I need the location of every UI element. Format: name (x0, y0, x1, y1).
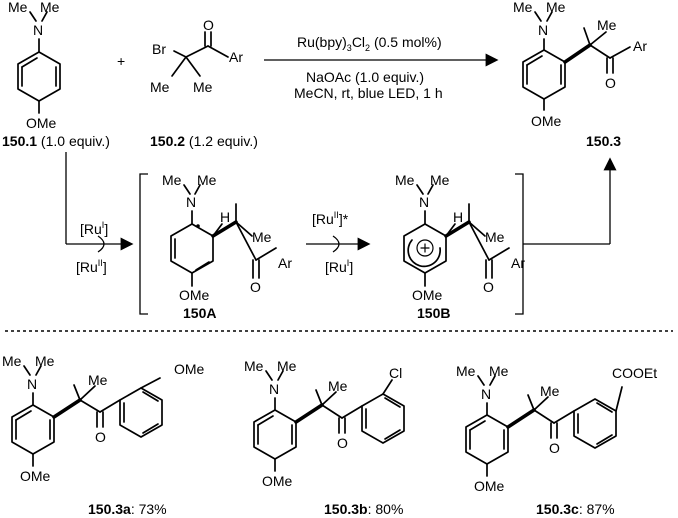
svg-text:Me: Me (489, 363, 509, 379)
svg-text:O: O (549, 440, 560, 456)
right-bracket (515, 173, 524, 315)
product-150-3b-label: 150.3b: 80% (324, 501, 403, 517)
svg-text:N: N (27, 376, 37, 392)
svg-text:N: N (269, 381, 279, 397)
svg-text:Me: Me (277, 358, 297, 374)
svg-text:Me: Me (597, 17, 617, 33)
ru-ii-star-label: [RuII]* (312, 210, 349, 227)
svg-text:Me: Me (252, 229, 272, 245)
compound-150-2-label: 150.2 (1.2 equiv.) (150, 133, 258, 149)
ru-ii-label-1: [RuII] (76, 258, 107, 275)
svg-text:N: N (419, 194, 429, 210)
svg-text:Ar: Ar (278, 255, 292, 271)
plus-sign: + (117, 53, 125, 69)
svg-text:Me: Me (162, 172, 182, 188)
product-150-3b-structure: Me Me N Me O Cl OMe (244, 358, 405, 489)
svg-text:Me: Me (430, 172, 450, 188)
intermediate-150A-structure: Me Me N H Me O Ar OMe (162, 172, 292, 303)
svg-text:Me: Me (2, 353, 22, 369)
svg-text:OMe: OMe (531, 113, 562, 129)
svg-text:Me: Me (150, 79, 170, 95)
ru-i-label-2: [RuI] (325, 258, 353, 275)
svg-text:Me: Me (244, 358, 264, 374)
compound-150-3-label: 150.3 (586, 133, 621, 149)
left-bracket (139, 173, 148, 315)
mechanism-curl-1 (97, 235, 105, 253)
svg-text:Me: Me (328, 378, 348, 394)
svg-text:Me: Me (193, 79, 213, 95)
svg-text:OMe: OMe (474, 478, 505, 494)
svg-text:Ar: Ar (229, 49, 243, 65)
svg-text:OMe: OMe (26, 115, 57, 131)
intermediate-150A-label: 150A (183, 305, 216, 321)
svg-text:Me: Me (513, 0, 533, 15)
product-150-3c-label: 150.3c: 87% (536, 501, 615, 517)
svg-text:Me: Me (540, 383, 560, 399)
svg-text:Ar: Ar (511, 255, 525, 271)
svg-text:COOEt: COOEt (612, 365, 657, 381)
svg-text:N: N (538, 22, 548, 38)
svg-text:Br: Br (152, 41, 166, 57)
svg-text:Me: Me (197, 172, 217, 188)
svg-text:Me: Me (395, 172, 415, 188)
svg-text:OMe: OMe (179, 287, 210, 303)
svg-text:Me: Me (88, 372, 108, 388)
mechanism-curl-2 (332, 235, 340, 253)
product-150-3c-structure: Me Me N Me O COOEt OMe (456, 363, 657, 494)
svg-text:OMe: OMe (412, 287, 443, 303)
svg-text:H: H (453, 209, 463, 225)
svg-text:N: N (481, 386, 491, 402)
intermediate-150B-structure: Me Me N H Me O Ar OMe (395, 172, 525, 303)
svg-text:Cl: Cl (389, 365, 402, 381)
compound-150-1-label: 150.1 (1.0 equiv.) (2, 133, 110, 149)
product-150-3a-structure: Me Me N Me O OMe OMe (2, 353, 205, 484)
svg-text:Me: Me (8, 0, 28, 15)
conditions-base: NaOAc (1.0 equiv.) (306, 69, 424, 85)
svg-text:OMe: OMe (262, 473, 293, 489)
svg-text:Me: Me (485, 229, 505, 245)
svg-text:O: O (250, 279, 261, 295)
svg-text:Me: Me (40, 0, 60, 15)
compound-150-2-structure: Br Me Me O Ar (150, 17, 243, 95)
conditions-catalyst: Ru(bpy)3Cl2 (0.5 mol%) (297, 34, 442, 53)
svg-text:OMe: OMe (174, 361, 205, 377)
svg-text:O: O (605, 75, 616, 91)
svg-text:N: N (33, 22, 43, 38)
svg-text:N: N (186, 194, 196, 210)
svg-text:Ar: Ar (633, 38, 647, 54)
svg-text:Me: Me (456, 363, 476, 379)
compound-150-3-structure: Me Me N Me O Ar OMe (513, 0, 647, 129)
svg-text:OMe: OMe (20, 468, 51, 484)
conditions-solvent: MeCN, rt, blue LED, 1 h (294, 85, 443, 101)
intermediate-150B-label: 150B (417, 305, 450, 321)
svg-text:O: O (95, 429, 106, 445)
svg-text:H: H (220, 209, 230, 225)
compound-150-1-structure: Me Me N OMe (8, 0, 61, 131)
svg-text:O: O (203, 17, 214, 33)
svg-text:Me: Me (35, 353, 55, 369)
svg-text:O: O (483, 279, 494, 295)
product-150-3a-label: 150.3a: 73% (88, 501, 167, 517)
ru-i-label: [RuI] (80, 220, 108, 237)
svg-text:O: O (337, 435, 348, 451)
svg-text:Me: Me (546, 0, 566, 15)
